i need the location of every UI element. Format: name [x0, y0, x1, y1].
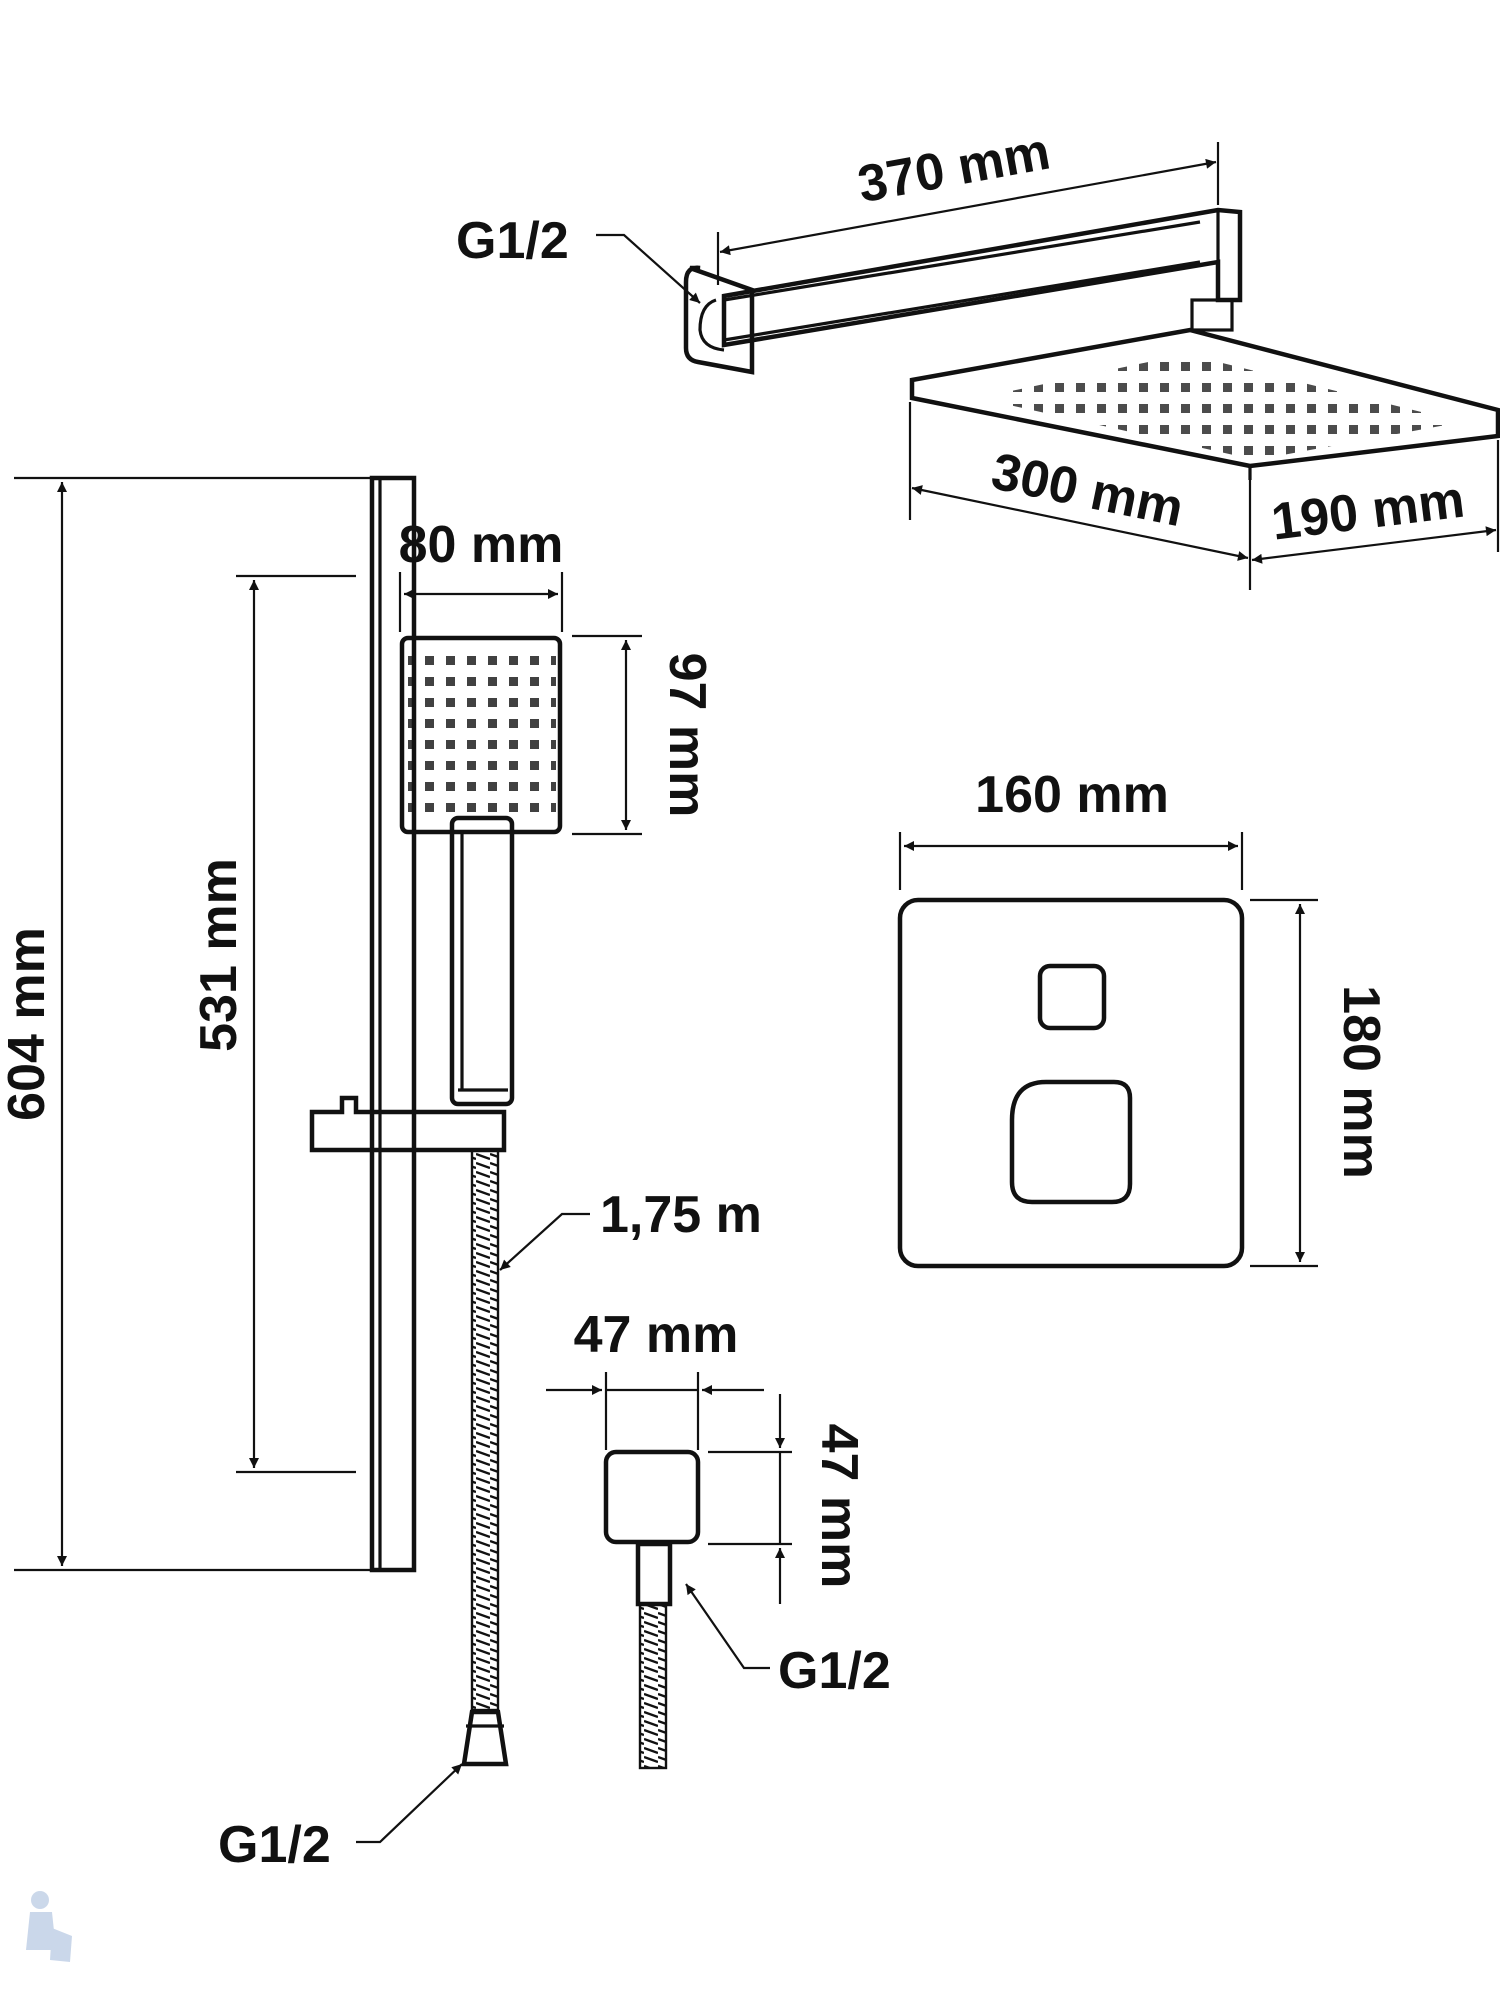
rain-head-nozzles [978, 354, 1462, 460]
hand-shower-width-label: 80 mm [399, 516, 564, 574]
mixer-height-label: 180 mm [1332, 985, 1390, 1179]
arm-head-connector [1190, 298, 1234, 332]
hand-shower-nozzles [408, 644, 556, 812]
arm-connection-label: G1/2 [456, 212, 569, 270]
rail-total-label: 604 mm [0, 927, 56, 1121]
slide-rail-assembly: 604 mm 531 mm [0, 475, 507, 1573]
mixer-plate-assembly: 160 mm 180 mm [897, 766, 1390, 1269]
outlet-connection-label: G1/2 [778, 1642, 891, 1700]
shower-arm-assembly: 370 mm G1/2 300 mm 190 mm [456, 122, 1500, 590]
mixer-control-knob [1009, 1079, 1133, 1205]
hose-body [470, 1148, 500, 1712]
outlet-width-label: 47 mm [574, 1306, 739, 1364]
outlet-connection-leader [685, 1583, 770, 1670]
outlet-height-label: 47 mm [810, 1424, 868, 1589]
hose-connection-leader [356, 1763, 463, 1844]
watermark-figure [26, 1891, 72, 1962]
slider-bracket [309, 1095, 507, 1153]
hose-length-leader [499, 1212, 590, 1271]
wall-outlet-assembly: 47 mm 47 mm G1/2 [546, 1306, 891, 1770]
arm-length-dimension [719, 158, 1217, 256]
arm-length-label: 370 mm [853, 122, 1054, 214]
slide-rail-bar [369, 475, 417, 1573]
hose-end-nut [461, 1709, 509, 1767]
hand-shower-handle [449, 815, 515, 1107]
head-length-dimension [911, 485, 1249, 561]
rail-spacing-label: 531 mm [190, 858, 248, 1052]
wall-outlet-hose [638, 1602, 668, 1770]
mixer-width-label: 160 mm [975, 766, 1169, 824]
wall-outlet-connector [635, 1541, 673, 1607]
hose-assembly: 1,75 m G1/2 [218, 1148, 762, 1874]
mixer-selector-button [1037, 963, 1107, 1031]
head-width-label: 190 mm [1268, 471, 1467, 552]
hose-connection-label: G1/2 [218, 1816, 331, 1874]
mixer-plate-body [897, 897, 1245, 1269]
head-width-dimension [1251, 526, 1497, 564]
wall-outlet-body [603, 1449, 701, 1545]
arm-wall-flange [683, 265, 755, 375]
hand-shower-face [399, 635, 563, 835]
arm-body [721, 207, 1243, 348]
hand-shower-assembly: 80 mm 97 mm [399, 516, 716, 1107]
hose-length-label: 1,75 m [600, 1186, 762, 1244]
arm-connection-leader [596, 233, 701, 304]
hand-shower-height-label: 97 mm [658, 653, 716, 818]
